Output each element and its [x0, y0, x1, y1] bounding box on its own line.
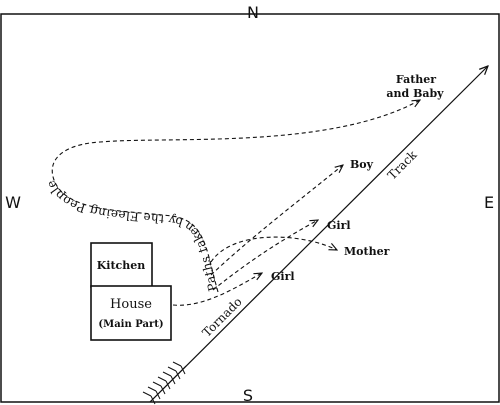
compass-east: E: [484, 193, 494, 212]
compass-north: N: [247, 3, 259, 22]
kitchen-box: [90, 242, 153, 288]
path-father-and-baby: [51, 100, 420, 293]
girl-upper-label: Girl: [327, 219, 351, 232]
father-label-line2: and Baby: [386, 87, 444, 100]
tornado-track-line: [149, 66, 488, 403]
path-girl-upper: [212, 220, 318, 291]
mother-label: Mother: [344, 245, 390, 258]
tornado-word: Tornado: [200, 295, 245, 340]
house-box: [90, 285, 172, 341]
path-girl-lower: [172, 273, 262, 306]
track-feather-icon: [142, 361, 187, 405]
boy-label: Boy: [350, 158, 374, 171]
kitchen-label: Kitchen: [97, 259, 146, 272]
compass-south: S: [243, 386, 253, 405]
map-frame: [0, 13, 500, 403]
compass-west: W: [5, 193, 21, 212]
father-label-line1: Father: [396, 73, 436, 86]
girl-lower-label: Girl: [271, 270, 295, 283]
path-mother: [210, 236, 337, 263]
house-sub-label: (Main Part): [98, 319, 163, 330]
path-boy: [210, 165, 343, 276]
house-label: House: [110, 297, 152, 312]
track-word: Track: [385, 147, 420, 182]
